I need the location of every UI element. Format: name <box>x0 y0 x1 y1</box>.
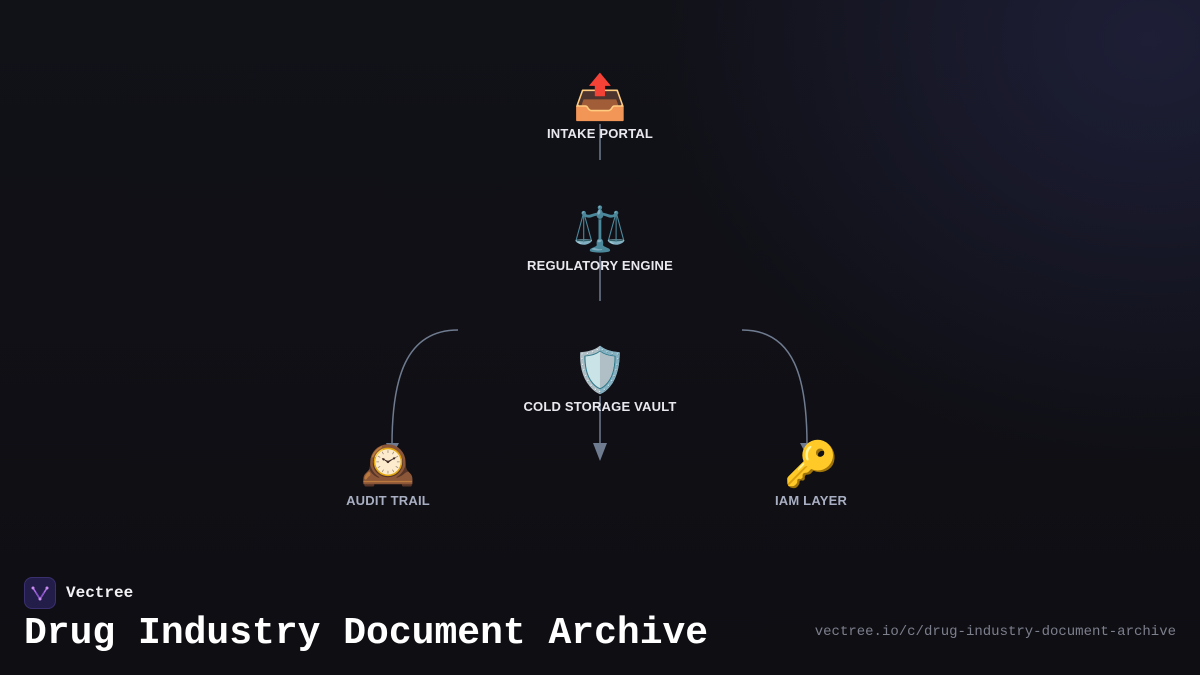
shield-icon: 🛡️ <box>572 345 628 396</box>
brand-name: Vectree <box>66 584 134 602</box>
node-label: AUDIT TRAIL <box>346 493 430 508</box>
node-label: INTAKE PORTAL <box>546 126 654 141</box>
mantelpiece-clock-icon: 🕰️ <box>360 439 416 490</box>
edge-to-audit-trail <box>391 329 459 446</box>
arrowhead-vault-down <box>593 443 607 461</box>
edge-to-iam-layer <box>741 329 808 446</box>
page-title: Drug Industry Document Archive <box>24 612 709 655</box>
node-intake-portal[interactable]: 📤 INTAKE PORTAL <box>490 72 710 141</box>
brand[interactable]: Vectree <box>24 577 133 609</box>
key-icon: 🔑 <box>783 439 839 490</box>
node-audit-trail[interactable]: 🕰️ AUDIT TRAIL <box>278 439 498 508</box>
arrowhead-iam-layer <box>800 443 814 456</box>
node-label: COLD STORAGE VAULT <box>523 399 677 414</box>
vectree-logo-icon <box>24 577 56 609</box>
arrowhead-audit-trail <box>386 443 399 456</box>
node-regulatory-engine[interactable]: ⚖️ REGULATORY ENGINE <box>490 204 710 273</box>
outbox-tray-icon: 📤 <box>572 72 628 123</box>
node-cold-storage-vault[interactable]: 🛡️ COLD STORAGE VAULT <box>490 345 710 414</box>
node-label: REGULATORY ENGINE <box>527 258 673 273</box>
balance-scale-icon: ⚖️ <box>572 204 628 255</box>
node-iam-layer[interactable]: 🔑 IAM LAYER <box>701 439 921 508</box>
page-url[interactable]: vectree.io/c/drug-industry-document-arch… <box>814 624 1176 640</box>
node-label: IAM LAYER <box>774 493 848 508</box>
